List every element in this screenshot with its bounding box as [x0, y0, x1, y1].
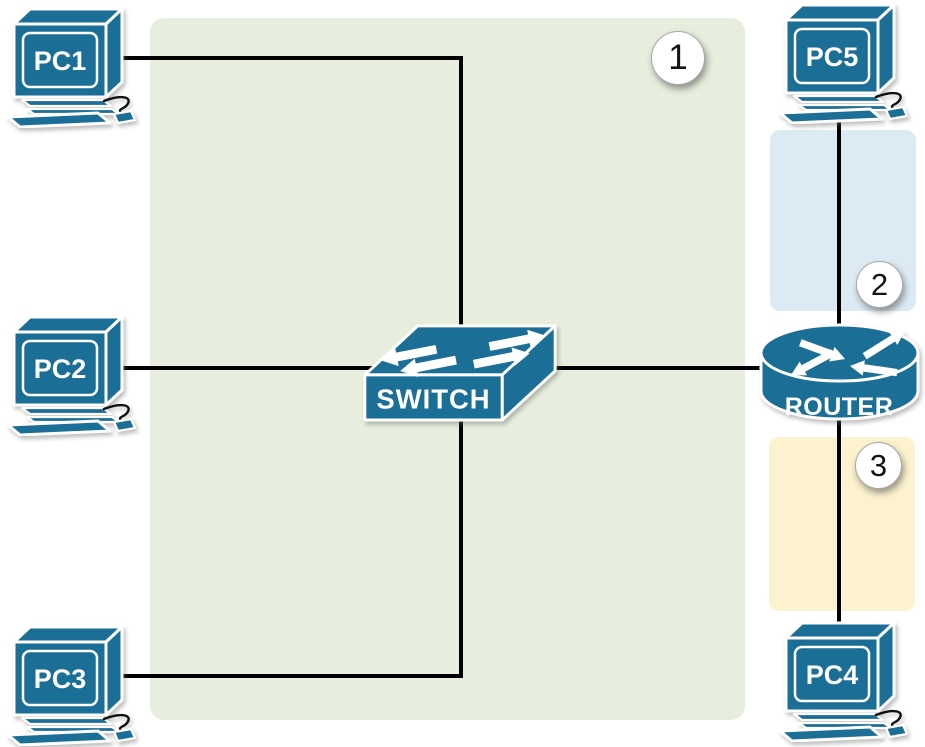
keyboard-icon	[6, 419, 112, 436]
link-pc1-switch	[120, 56, 463, 345]
monitor-screen	[21, 339, 99, 397]
monitor-base-upper	[792, 712, 885, 722]
monitor-side-face	[104, 315, 124, 407]
keyboard-icon	[6, 729, 112, 746]
pc-label: PC5	[806, 42, 859, 72]
pc2-icon: PC2	[6, 315, 137, 436]
pc3-icon: PC3	[6, 625, 137, 746]
keyboard-icon	[778, 107, 884, 124]
pc5-icon: PC5	[778, 3, 909, 124]
monitor-base-upper	[792, 94, 885, 104]
mouse-icon	[884, 105, 909, 121]
monitor-top-face	[784, 3, 896, 22]
monitor-side-face	[104, 7, 124, 99]
mouse-icon	[112, 109, 137, 125]
mouse-icon	[112, 417, 137, 433]
keyboard-icon	[6, 111, 112, 128]
mouse-cable-icon	[102, 713, 130, 733]
link-pc3-switch	[120, 395, 463, 678]
zone-3-badge: 3	[855, 442, 902, 489]
pc-label: PC3	[34, 664, 87, 694]
zone-3-number: 3	[869, 447, 888, 483]
switch-label: SWITCH	[376, 383, 490, 414]
keyboard-icon	[778, 725, 884, 742]
router-arrows	[791, 331, 905, 377]
monitor-top-face	[12, 625, 124, 644]
switch-icon: SWITCH	[363, 324, 557, 422]
pc-label: PC4	[806, 660, 859, 690]
zone-2-badge: 2	[856, 261, 903, 308]
pc-label: PC1	[34, 46, 87, 76]
monitor-top-face	[784, 621, 896, 640]
switch-arrows	[380, 329, 546, 377]
monitor-screen	[21, 31, 99, 89]
zone-2-number: 2	[870, 266, 889, 302]
zone-1-number: 1	[668, 38, 688, 77]
monitor-base-upper	[20, 406, 113, 416]
monitor-top-face	[12, 315, 124, 334]
mouse-icon	[112, 727, 137, 743]
monitor-side-face	[104, 625, 124, 717]
router-icon: ROUTER	[759, 323, 920, 421]
monitor-side-face	[876, 621, 896, 713]
mouse-cable-icon	[102, 95, 130, 115]
monitor-base-upper	[20, 98, 113, 108]
switch-front-face	[363, 373, 504, 422]
zone-1-badge: 1	[651, 31, 705, 85]
mouse-cable-icon	[102, 403, 130, 423]
mouse-icon	[884, 723, 909, 739]
mouse-cable-icon	[874, 709, 902, 729]
monitor-base-upper	[20, 716, 113, 726]
pc1-icon: PC1	[6, 7, 137, 128]
pc-label: PC2	[34, 354, 87, 384]
pc4-icon: PC4	[778, 621, 909, 742]
monitor-screen	[793, 645, 871, 703]
router-label: ROUTER	[785, 393, 894, 421]
monitor-screen	[793, 27, 871, 85]
monitor-top-face	[12, 7, 124, 26]
monitor-screen	[21, 649, 99, 707]
mouse-cable-icon	[874, 91, 902, 111]
monitor-side-face	[876, 3, 896, 95]
